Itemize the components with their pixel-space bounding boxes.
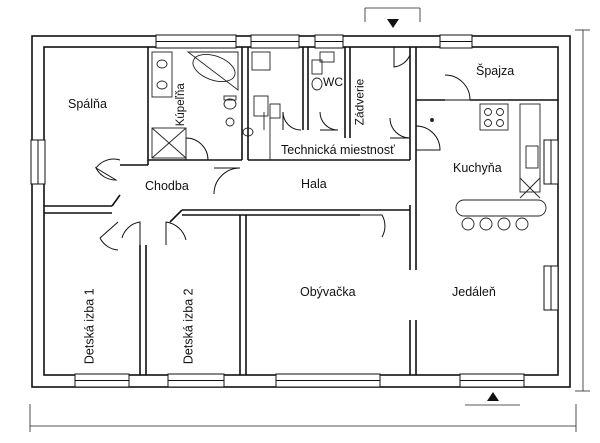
room-label-technicka: Technická miestnosť <box>281 143 395 157</box>
arrow-down-icon <box>387 19 399 28</box>
room-label-detska2: Detská izba 2 <box>181 288 196 365</box>
dimension-lines <box>29 7 590 432</box>
room-label-chodba: Chodba <box>145 179 189 193</box>
room-label-obyvacka: Obývačka <box>300 285 356 299</box>
kitchen-fixtures <box>430 103 547 231</box>
room-label-spalna: Spálňa <box>68 97 107 111</box>
interior-walls <box>44 47 558 375</box>
bathtub-frame <box>151 51 173 98</box>
outer-walls <box>31 35 571 388</box>
room-label-jedalen: Jedáleň <box>452 285 496 299</box>
arrow-up-icon <box>487 392 499 401</box>
bathroom-fixtures <box>151 51 254 159</box>
windows <box>30 34 559 388</box>
room-label-kuchyna: Kuchyňa <box>453 161 502 175</box>
corner-bathtub <box>192 53 236 83</box>
shower <box>151 127 187 159</box>
room-label-wc: WC <box>323 75 343 89</box>
room-label-zadverie: Zádverie <box>352 78 367 126</box>
section-arrows <box>387 19 499 401</box>
room-label-hala: Hala <box>301 177 327 191</box>
room-label-detska1: Detská izba 1 <box>82 288 97 365</box>
utility-fixtures <box>251 51 335 160</box>
room-label-spajza: Špajza <box>476 64 515 78</box>
room-label-kupelna: Kúpeľňa <box>174 83 187 127</box>
